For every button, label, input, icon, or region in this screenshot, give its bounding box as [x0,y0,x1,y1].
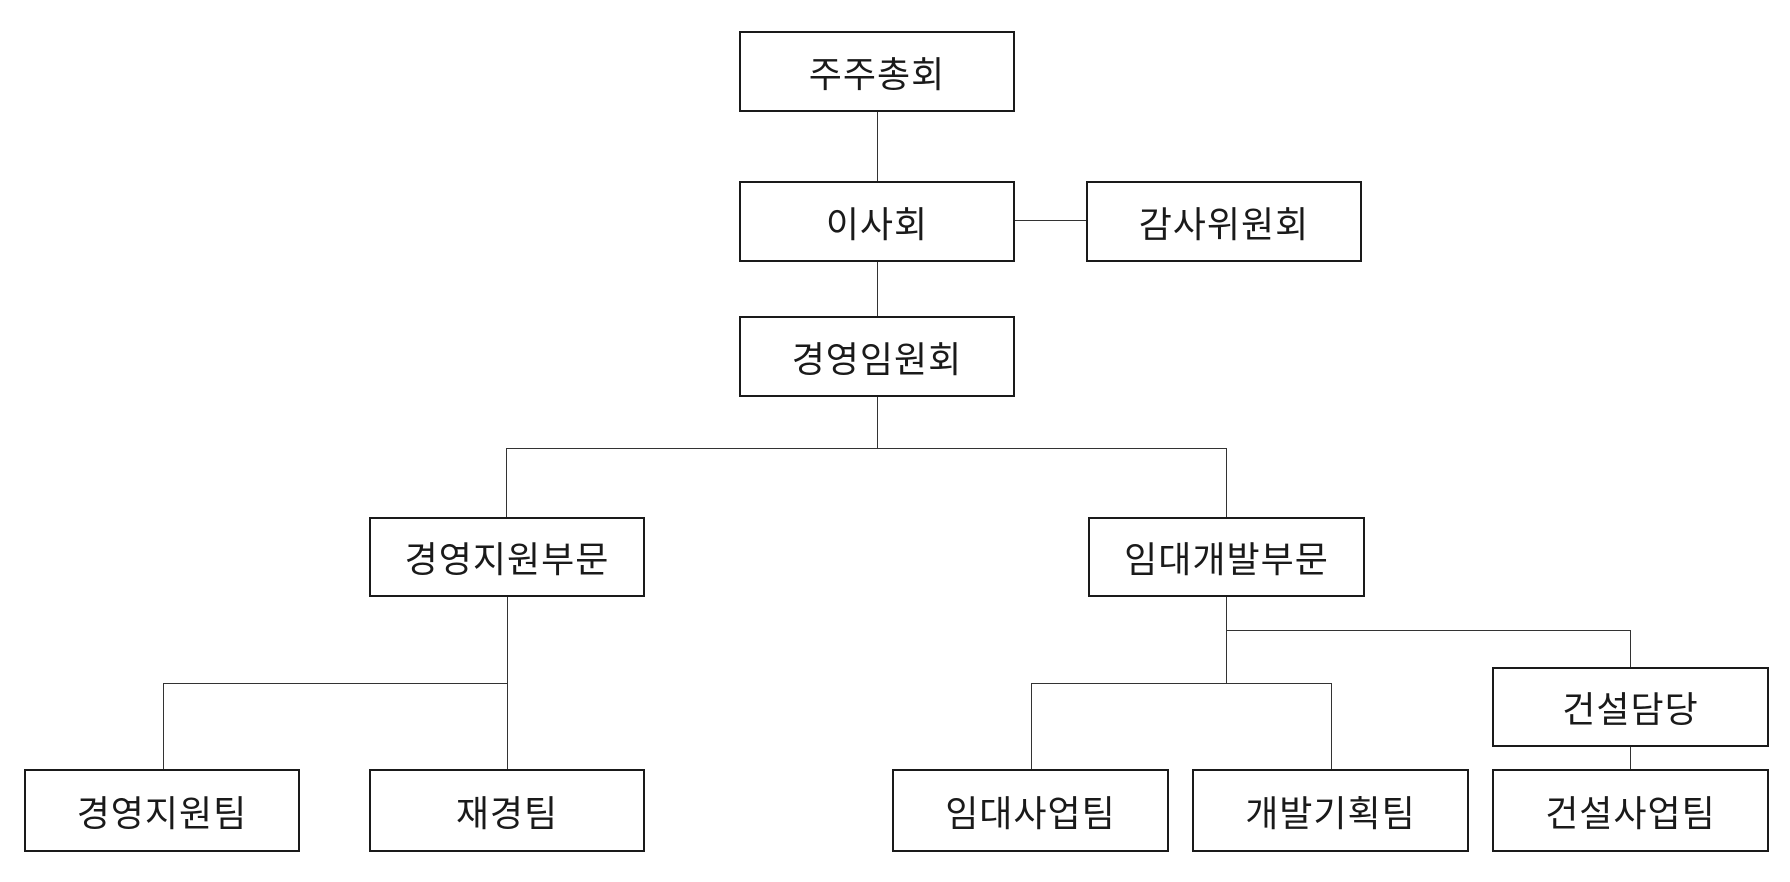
leasing-development-division-box: 임대개발부문 [1088,517,1365,597]
finance-team-box: 재경팀 [369,769,645,852]
connector-leasing-development-trunk [1226,597,1227,683]
connector-to-management-support-team [163,683,164,769]
board-of-directors-box: 이사회 [739,181,1015,262]
construction-manager-box: 건설담당 [1492,667,1769,747]
connector-board-management [877,262,878,316]
connector-management-split [877,397,878,449]
management-support-division-box: 경영지원부문 [369,517,645,597]
management-support-team-box: 경영지원팀 [24,769,300,852]
management-committee-box: 경영임원회 [739,316,1015,397]
connector-to-management-support-division [506,448,507,517]
construction-business-team-box: 건설사업팀 [1492,769,1769,852]
connector-construction-manager-bar [1226,630,1630,631]
leasing-business-team-box: 임대사업팀 [892,769,1169,852]
connector-shareholders-board [877,112,878,181]
shareholders-meeting-box: 주주총회 [739,31,1015,112]
audit-committee-box: 감사위원회 [1086,181,1362,262]
connector-management-support-trunk [507,597,508,769]
connector-management-support-teams-bar [163,683,507,684]
connector-to-leasing-development-division [1226,448,1227,517]
connector-to-construction-manager [1630,630,1631,667]
connector-to-leasing-business-team [1031,683,1032,769]
connector-construction-to-business-team [1630,747,1631,769]
connector-board-audit [1015,220,1086,221]
connector-divisions-bar [506,448,1226,449]
connector-leasing-teams-bar [1031,683,1332,684]
connector-to-development-planning-team [1331,683,1332,769]
development-planning-team-box: 개발기획팀 [1192,769,1469,852]
